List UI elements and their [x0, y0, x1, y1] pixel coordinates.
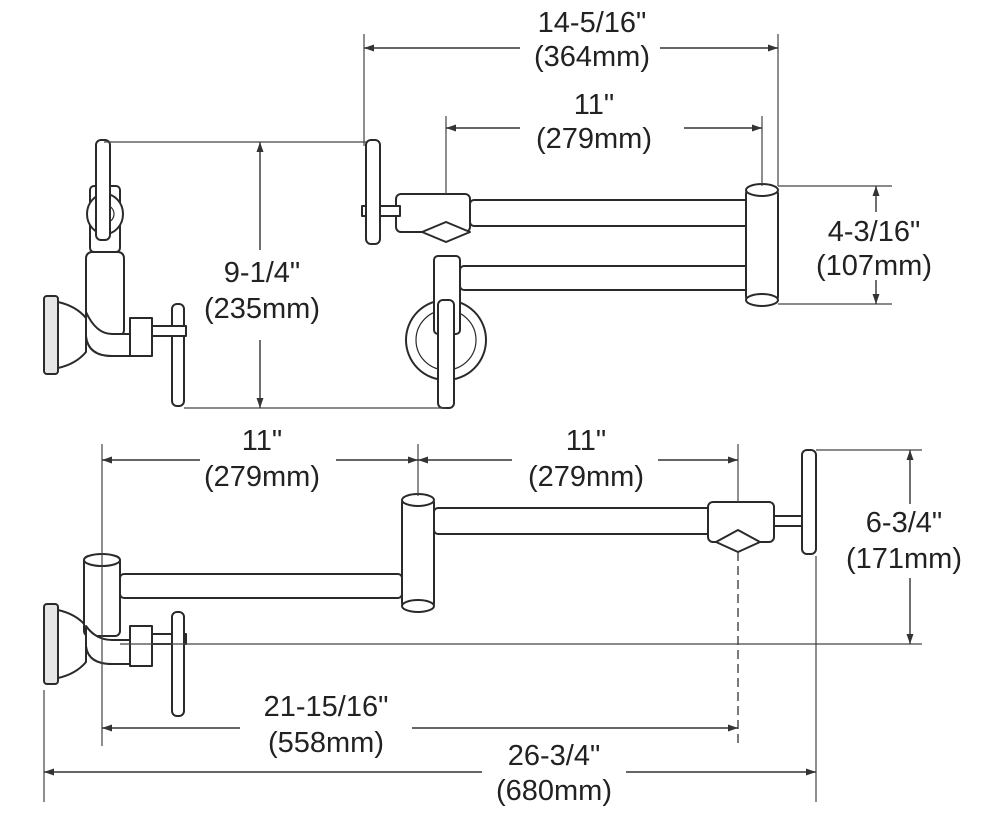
dim-top-elbow-height-imperial: 4-3/16"	[828, 216, 921, 248]
bottom-spout-stem	[773, 515, 805, 527]
top-view-dimensions: 14-5/16" (364mm) 11" (279mm) 9-1/4" (235…	[104, 7, 932, 409]
dim-top-elbow-height-metric: (107mm)	[816, 250, 932, 282]
top-side-lever-lower	[171, 303, 185, 407]
dim-bottom-rise-imperial: 6-3/4"	[866, 507, 942, 539]
bottom-spout-lever	[801, 449, 817, 555]
dim-top-overall-width-imperial: 14-5/16"	[538, 7, 647, 39]
dim-bottom-arm-right-imperial: 11"	[566, 425, 606, 457]
dim-bottom-arm-left-imperial: 11"	[242, 425, 282, 457]
bottom-flange-neck	[57, 609, 87, 679]
dim-bottom-rise-metric: (171mm)	[846, 543, 962, 575]
bottom-second-arm	[433, 507, 713, 535]
bottom-spout-cap	[715, 529, 761, 553]
top-spout-lever	[365, 139, 381, 245]
dim-top-height-imperial: 9-1/4"	[224, 257, 300, 289]
top-elbow	[745, 185, 779, 305]
bottom-view-faucet	[43, 449, 817, 746]
top-tee-cap	[421, 221, 471, 243]
bottom-valve-body	[129, 625, 153, 667]
bottom-view-dimensions: 11" (279mm) 11" (279mm) 6-3/4" (171mm) 2…	[43, 425, 962, 807]
dim-bottom-spout-reach-imperial: 21-15/16"	[264, 691, 389, 723]
top-lower-arm	[459, 265, 751, 291]
top-view-faucet	[43, 139, 779, 409]
top-side-lever-stem	[151, 325, 187, 337]
bottom-knuckle	[401, 495, 435, 611]
dim-bottom-arm-right-metric: (279mm)	[528, 461, 644, 493]
dim-top-arm-metric: (279mm)	[536, 123, 652, 155]
top-side-valve	[129, 317, 153, 357]
top-side-upper-lever	[95, 139, 111, 241]
top-wall-flange	[43, 295, 59, 375]
dim-bottom-arm-left-metric: (279mm)	[204, 461, 320, 493]
dim-bottom-overall-reach-imperial: 26-3/4"	[508, 740, 601, 772]
bottom-lever	[171, 611, 185, 717]
dim-top-arm-imperial: 11"	[574, 89, 614, 121]
bottom-wall-flange	[43, 603, 59, 685]
dim-top-overall-width-metric: (364mm)	[534, 41, 650, 73]
dim-bottom-overall-reach-metric: (680mm)	[496, 775, 612, 807]
bottom-first-arm	[119, 573, 403, 599]
dim-bottom-spout-reach-metric: (558mm)	[268, 727, 384, 759]
top-flange-neck	[57, 301, 87, 369]
top-front-lever	[437, 299, 455, 409]
top-upper-arm	[469, 199, 751, 227]
dim-top-height-metric: (235mm)	[204, 293, 320, 325]
